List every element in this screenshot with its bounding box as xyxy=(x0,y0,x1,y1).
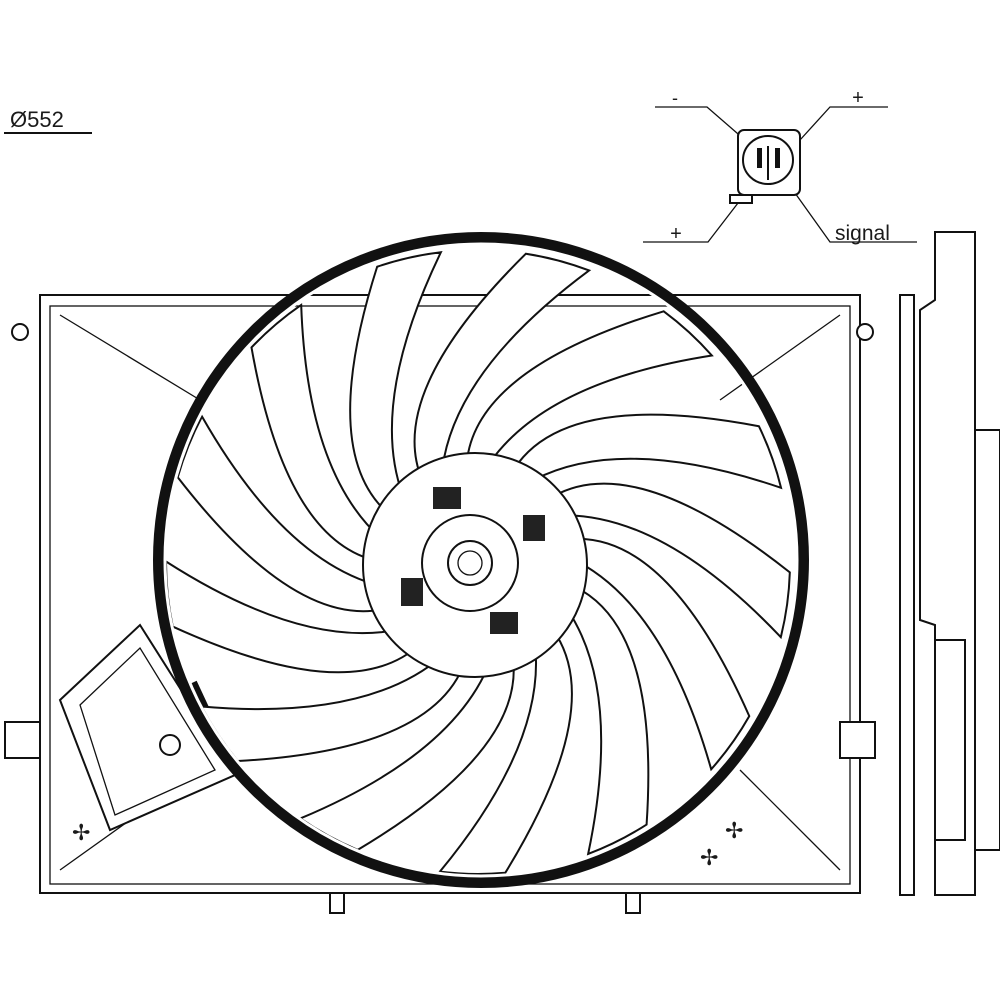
frame-strut xyxy=(719,314,841,401)
fan-blade xyxy=(465,310,714,464)
hub-clip xyxy=(490,612,518,634)
fan-blade xyxy=(574,537,751,772)
hub-outer xyxy=(362,452,588,678)
connector-detail: - + + signal xyxy=(643,87,917,245)
mount-tab-right xyxy=(839,721,876,759)
hub-clip xyxy=(523,515,545,541)
diameter-dimension: Ø552 xyxy=(4,107,92,134)
pin-label-plus-bottom: + xyxy=(670,223,682,245)
leader-plus-top xyxy=(799,106,888,141)
mount-tab-left xyxy=(4,721,41,759)
side-view xyxy=(899,231,1000,896)
connector-socket xyxy=(742,135,794,185)
mount-lug-right xyxy=(856,323,874,341)
fan-blade xyxy=(551,482,791,640)
pin-label-plus-top: + xyxy=(852,87,864,109)
frame-strut xyxy=(739,769,841,871)
side-motor xyxy=(974,429,1000,851)
frame-outer xyxy=(39,294,861,894)
frame-strut xyxy=(59,314,201,401)
mark-symbol: ✢ xyxy=(700,845,718,870)
fan-blade xyxy=(512,413,783,490)
connector-pin xyxy=(775,148,780,168)
fan-blade xyxy=(437,627,573,875)
bottom-peg xyxy=(625,892,641,914)
hub-mid xyxy=(421,514,519,612)
hub-clip xyxy=(433,487,461,509)
leader-plus-bottom xyxy=(643,202,739,243)
fan-ring xyxy=(153,232,809,888)
side-frame xyxy=(899,294,915,896)
mount-lug-left xyxy=(11,323,29,341)
fan-hub xyxy=(362,452,588,678)
hub-clip xyxy=(401,578,423,606)
hub-shaft xyxy=(457,550,483,576)
mark-symbol: ✢ xyxy=(725,818,743,843)
hub-inner xyxy=(447,540,493,586)
connector-latch xyxy=(729,194,753,204)
fan-blade xyxy=(413,252,592,481)
side-controller xyxy=(934,639,966,841)
controller-cover xyxy=(79,646,216,816)
fan-blade xyxy=(176,414,391,613)
pin-label-signal: signal xyxy=(835,222,890,245)
fan-blade xyxy=(250,303,382,563)
controller-screw xyxy=(159,734,181,756)
fan-blades xyxy=(164,251,791,875)
bottom-peg xyxy=(329,892,345,914)
leader-minus xyxy=(655,106,746,141)
mark-symbol: ✢ xyxy=(72,820,90,845)
connector-pin xyxy=(757,148,762,168)
leader-signal xyxy=(794,192,917,243)
diameter-label: Ø552 xyxy=(10,107,64,132)
fan-ring-highlight xyxy=(163,242,799,878)
fan-blade xyxy=(565,585,650,856)
fan-blade xyxy=(349,251,443,517)
pin-label-minus: - xyxy=(672,88,678,108)
